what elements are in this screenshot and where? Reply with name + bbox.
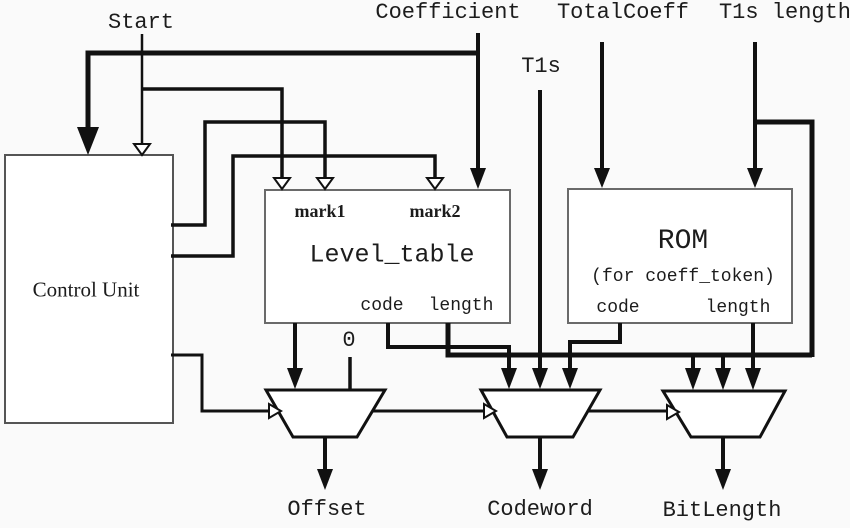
offset-label: Offset xyxy=(287,497,367,522)
arrow-bitlength xyxy=(715,469,731,490)
start-label: Start xyxy=(107,10,175,35)
filled-arrowheads xyxy=(77,127,763,490)
rom-port-code: code xyxy=(596,298,640,318)
arrow-t1s xyxy=(532,368,548,389)
arrow-bus-left xyxy=(685,368,701,390)
multiplexers xyxy=(263,388,788,439)
arrow-rom-length xyxy=(745,368,761,390)
open-arrow-mark1-b xyxy=(315,177,335,191)
rom-title: ROM xyxy=(657,226,709,257)
mux-bitlength-shape xyxy=(660,389,788,439)
arrow-t1s-length xyxy=(747,168,763,188)
wire-t1s-length-branch xyxy=(755,119,815,357)
wire-control-to-mark1 xyxy=(171,120,327,227)
arrow-codeword xyxy=(532,469,548,490)
rom-subtitle: (for coeff_token) xyxy=(591,267,775,287)
arrow-level-out xyxy=(287,368,303,389)
wire-length-bus xyxy=(445,323,812,358)
level-table-title: Level_table xyxy=(309,240,475,270)
wire-start-to-level-table xyxy=(142,87,284,178)
open-arrowheads xyxy=(132,143,681,421)
mux-offset-shape xyxy=(263,388,388,439)
select-arrow-mux2 xyxy=(483,402,498,420)
open-arrow-mark1-a xyxy=(272,177,292,191)
control-unit-box xyxy=(4,154,174,424)
rom-box xyxy=(567,188,793,324)
level-table-port-mark2: mark2 xyxy=(409,201,461,221)
t1s-length-label: T1s length xyxy=(718,0,850,25)
coefficient-label: Coefficient xyxy=(375,0,521,25)
arrow-offset xyxy=(317,469,333,490)
open-arrow-mark2 xyxy=(425,177,445,191)
level-table-box xyxy=(264,189,511,324)
control-unit-label: Control Unit xyxy=(32,277,140,302)
wire-control-to-mark2 xyxy=(171,154,437,258)
wires xyxy=(85,33,815,470)
bitlength-label: BitLength xyxy=(662,498,782,523)
select-arrow-mux3 xyxy=(666,403,681,421)
arrow-into-control-unit xyxy=(77,127,99,155)
rom-port-length: length xyxy=(705,298,771,318)
arrow-bus-mid xyxy=(715,368,731,390)
level-table-port-length: length xyxy=(428,296,494,316)
wire-rom-code xyxy=(568,323,622,370)
t1s-label: T1s xyxy=(521,54,561,79)
wire-coefficient-to-control-unit xyxy=(85,50,478,128)
mux-codeword-shape xyxy=(478,388,603,439)
arrow-lt-code xyxy=(501,368,517,389)
level-table-port-mark1: mark1 xyxy=(294,201,346,221)
codeword-label: Codeword xyxy=(487,497,593,522)
arrow-totalcoeff xyxy=(594,168,610,188)
select-arrow-mux1 xyxy=(268,402,283,420)
totalcoeff-label: TotalCoeff xyxy=(556,0,690,25)
open-arrow-start xyxy=(132,143,152,157)
arrow-rom-code xyxy=(562,368,578,389)
arrow-coefficient xyxy=(470,168,486,189)
level-table-port-code: code xyxy=(360,296,404,316)
wire-select-control xyxy=(171,353,268,413)
zero-constant-label: 0 xyxy=(342,328,356,353)
